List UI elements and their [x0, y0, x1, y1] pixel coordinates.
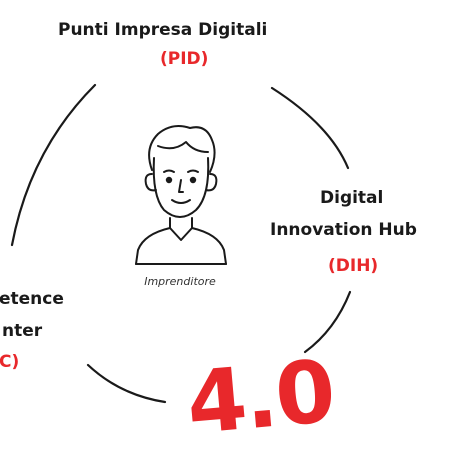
- badge-4-0: 4.0: [182, 341, 338, 454]
- arc-top-left: [10, 83, 97, 247]
- right-node-title-line2: Innovation Hub: [270, 220, 417, 240]
- arc-right-bottom: [303, 290, 352, 354]
- arc-bottom-left: [86, 363, 167, 404]
- left-node-title-line1: etence: [0, 289, 64, 309]
- right-node-acronym: (DIH): [328, 256, 379, 276]
- arc-top-right: [270, 86, 350, 170]
- left-node-acronym: C): [0, 352, 20, 372]
- left-node-title-line2: nter: [2, 321, 43, 341]
- top-node-acronym: (PID): [160, 49, 209, 69]
- right-node-title-line1: Digital: [320, 188, 384, 208]
- center-caption: Imprenditore: [144, 275, 216, 288]
- person-icon: [135, 125, 227, 265]
- top-node-title: Punti Impresa Digitali: [58, 20, 268, 40]
- ring-arcs: [10, 83, 352, 404]
